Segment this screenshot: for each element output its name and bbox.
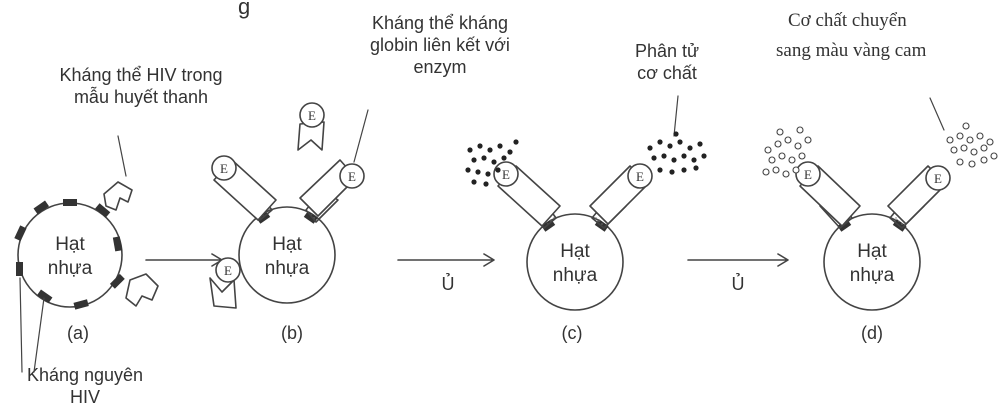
substrate-label-line1: Phân tử <box>634 41 700 61</box>
anti-globulin-label: Kháng thể kháng globin liên kết với enzy… <box>340 12 540 78</box>
anti-globulin-label-line1: Kháng thể kháng <box>371 13 509 33</box>
bead-labels: Hạt nhựa Hạt nhựa Hạt nhựa Hạt nhựa <box>48 234 895 286</box>
bead-a <box>17 202 123 308</box>
panel-label-b: (b) <box>281 323 303 343</box>
colored-product-right <box>946 122 998 168</box>
enzyme-letters: E E E E E E E E <box>220 108 942 278</box>
title-fragment: g <box>238 0 251 19</box>
anti-globulin-label-line2: globin liên kết với <box>370 35 510 55</box>
enzyme-letter: E <box>934 171 942 186</box>
color-change-label-line1: Cơ chất chuyển <box>788 10 907 31</box>
hiv-antigens-a <box>14 199 125 310</box>
enzyme-d-right <box>925 165 951 191</box>
bead-c <box>526 213 624 311</box>
enzyme-letter: E <box>636 169 644 184</box>
hiv-antibody-a2 <box>125 273 159 307</box>
bead-label-line1: Hạt <box>55 234 85 255</box>
enzyme-letter: E <box>308 108 316 123</box>
substrate-molecules-left <box>465 139 519 187</box>
enzyme-letter: E <box>502 167 510 182</box>
hiv-antigen-label-line1: Kháng nguyên <box>26 365 144 385</box>
colored-product-left <box>762 126 812 178</box>
bead-label-line2: nhựa <box>850 265 895 286</box>
bead-label-line2: nhựa <box>553 265 598 286</box>
enzyme-letter: E <box>804 167 812 182</box>
arrow-c-to-d <box>687 253 789 267</box>
bead-d <box>823 213 921 311</box>
hiv-antigen-label: Kháng nguyên HIV <box>0 364 170 408</box>
incubate-label-2: Ủ <box>732 273 745 294</box>
enzyme-letter: E <box>348 169 356 184</box>
hiv-antibody-a1 <box>103 181 133 211</box>
arrow-a-to-b <box>145 253 223 267</box>
hiv-antibody-label-line2: mẫu huyết thanh <box>73 87 209 107</box>
substrate-molecules-right <box>647 131 707 175</box>
color-change-label-line2: sang màu vàng cam <box>776 40 927 61</box>
incubate-label-1: Ủ <box>442 273 455 294</box>
bead-label-line1: Hạt <box>560 241 590 262</box>
panel-label-d: (d) <box>861 323 883 343</box>
arrow-b-to-c <box>397 253 495 267</box>
enzyme-c-right <box>627 163 653 189</box>
enzyme-b-left <box>211 155 237 181</box>
enzyme-c-left <box>493 161 519 187</box>
enzyme-b-top <box>299 102 325 128</box>
substrate-label-line2: cơ chất <box>637 63 697 83</box>
enzyme-letter: E <box>220 161 228 176</box>
enzyme-letter: E <box>224 263 232 278</box>
hiv-antigen-label-line2: HIV <box>69 387 100 407</box>
bead-label-line1: Hạt <box>272 234 302 255</box>
color-change-label: Cơ chất chuyển sang màu vàng cam <box>776 6 1006 66</box>
anti-globulin-label-line3: enzym <box>413 57 467 77</box>
hiv-antibody-label: Kháng thể HIV trong mẫu huyết thanh <box>26 64 256 108</box>
free-conjugate-b-top <box>297 121 325 151</box>
substrate-label: Phân tử cơ chất <box>612 40 722 84</box>
bead-b <box>238 206 336 304</box>
enzyme-d-left <box>795 161 821 187</box>
panel-label-c: (c) <box>561 323 583 343</box>
enzyme-b-right <box>339 163 365 189</box>
panel-label-a: (a) <box>67 323 89 343</box>
bead-label-line2: nhựa <box>48 258 93 279</box>
enzyme-b-bottom <box>215 257 241 283</box>
bead-label-line1: Hạt <box>857 241 887 262</box>
bead-label-line2: nhựa <box>265 258 310 279</box>
free-conjugate-b-bottom <box>209 277 237 309</box>
hiv-antibody-label-line1: Kháng thể HIV trong <box>59 65 223 85</box>
